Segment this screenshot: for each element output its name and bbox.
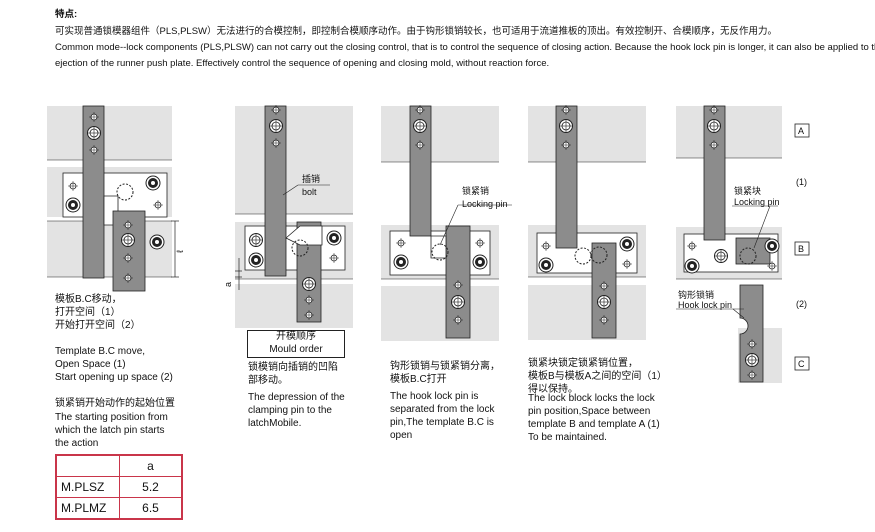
plate-a-label: A	[798, 126, 804, 136]
table-header-cell: a	[119, 454, 183, 477]
table-header-cell	[55, 454, 120, 477]
locking-pin-en-label-2: Locking pin	[734, 197, 780, 207]
caption-4-cn: 锁紧块锁定锁紧销位置， 模板B与模板A之间的空间（1） 得以保持。	[528, 358, 667, 395]
hook-pin-cn-label: 钩形锁销	[678, 289, 714, 300]
dim-a-label: a	[223, 282, 233, 287]
table-cell-model: M.PLMZ	[55, 497, 120, 520]
description-cn: 可实现普通锁模器组件（PLS,PLSW）无法进行的合模控制，即控制合模顺序动作。…	[55, 26, 778, 37]
dim-l-label: ℓ	[175, 249, 185, 253]
panel-2: a 插销 bolt	[223, 104, 353, 328]
description-en-line1: Common mode--lock components (PLS,PLSW) …	[55, 42, 875, 53]
panel-3: 锁紧销 Locking pin	[381, 104, 512, 341]
caption-2-cn: 锁模销向插销的凹陷 部移动。	[248, 362, 338, 386]
table-cell-model: M.PLSZ	[55, 476, 120, 498]
caption-1b-en: The starting position from which the lat…	[55, 412, 168, 449]
panel-5: 锁紧块 Locking pin (1) 钩形锁销 Hook lock pin (…	[676, 104, 810, 383]
dimension-table: a M.PLSZ 5.2 M.PLMZ 6.5	[55, 454, 183, 520]
bolt-en-label: bolt	[302, 187, 317, 197]
caption-3-cn: 钩形锁销与锁紧销分离， 模板B.C打开	[390, 361, 500, 385]
caption-1b-cn: 锁紧销开始动作的起始位置	[55, 398, 175, 409]
step-1-label: (1)	[796, 177, 807, 187]
step-2-label: (2)	[796, 299, 807, 309]
table-header-row: a	[55, 454, 183, 477]
table-cell-value: 6.5	[119, 497, 183, 520]
plate-b-label: B	[798, 244, 804, 254]
locking-pin-cn-label-1: 锁紧销	[462, 185, 489, 196]
caption-3-en: The hook lock pin is separated from the …	[390, 391, 495, 441]
panel-4	[528, 104, 646, 340]
caption-2-en: The depression of the clamping pin to th…	[248, 392, 345, 429]
bolt-cn-label: 插销	[302, 173, 320, 184]
table-cell-value: 5.2	[119, 476, 183, 498]
mould-order-cn: 开模顺序	[276, 331, 316, 342]
hook-pin-en-label: Hook lock pin	[678, 300, 732, 310]
panel-1: ℓ	[47, 105, 185, 292]
mould-order-box: 开模顺序 Mould order	[247, 330, 345, 358]
locking-block-cn-label: 锁紧块	[734, 185, 761, 196]
caption-4-en: The lock block locks the lock pin positi…	[528, 393, 660, 443]
description-en-line2: ejection of the runner push plate. Effec…	[55, 58, 550, 69]
mould-order-en: Mould order	[269, 343, 323, 355]
caption-1-cn: 模板B.C移动， 打开空间（1） 开始打开空间（2）	[55, 294, 141, 331]
table-row: M.PLMZ 6.5	[55, 497, 183, 520]
plate-c-label: C	[798, 359, 805, 369]
section-title: 特点:	[55, 9, 78, 20]
table-row: M.PLSZ 5.2	[55, 476, 183, 498]
caption-1-en: Template B.C move, Open Space (1) Start …	[55, 346, 173, 383]
locking-pin-en-label-1: Locking pin	[462, 199, 508, 209]
